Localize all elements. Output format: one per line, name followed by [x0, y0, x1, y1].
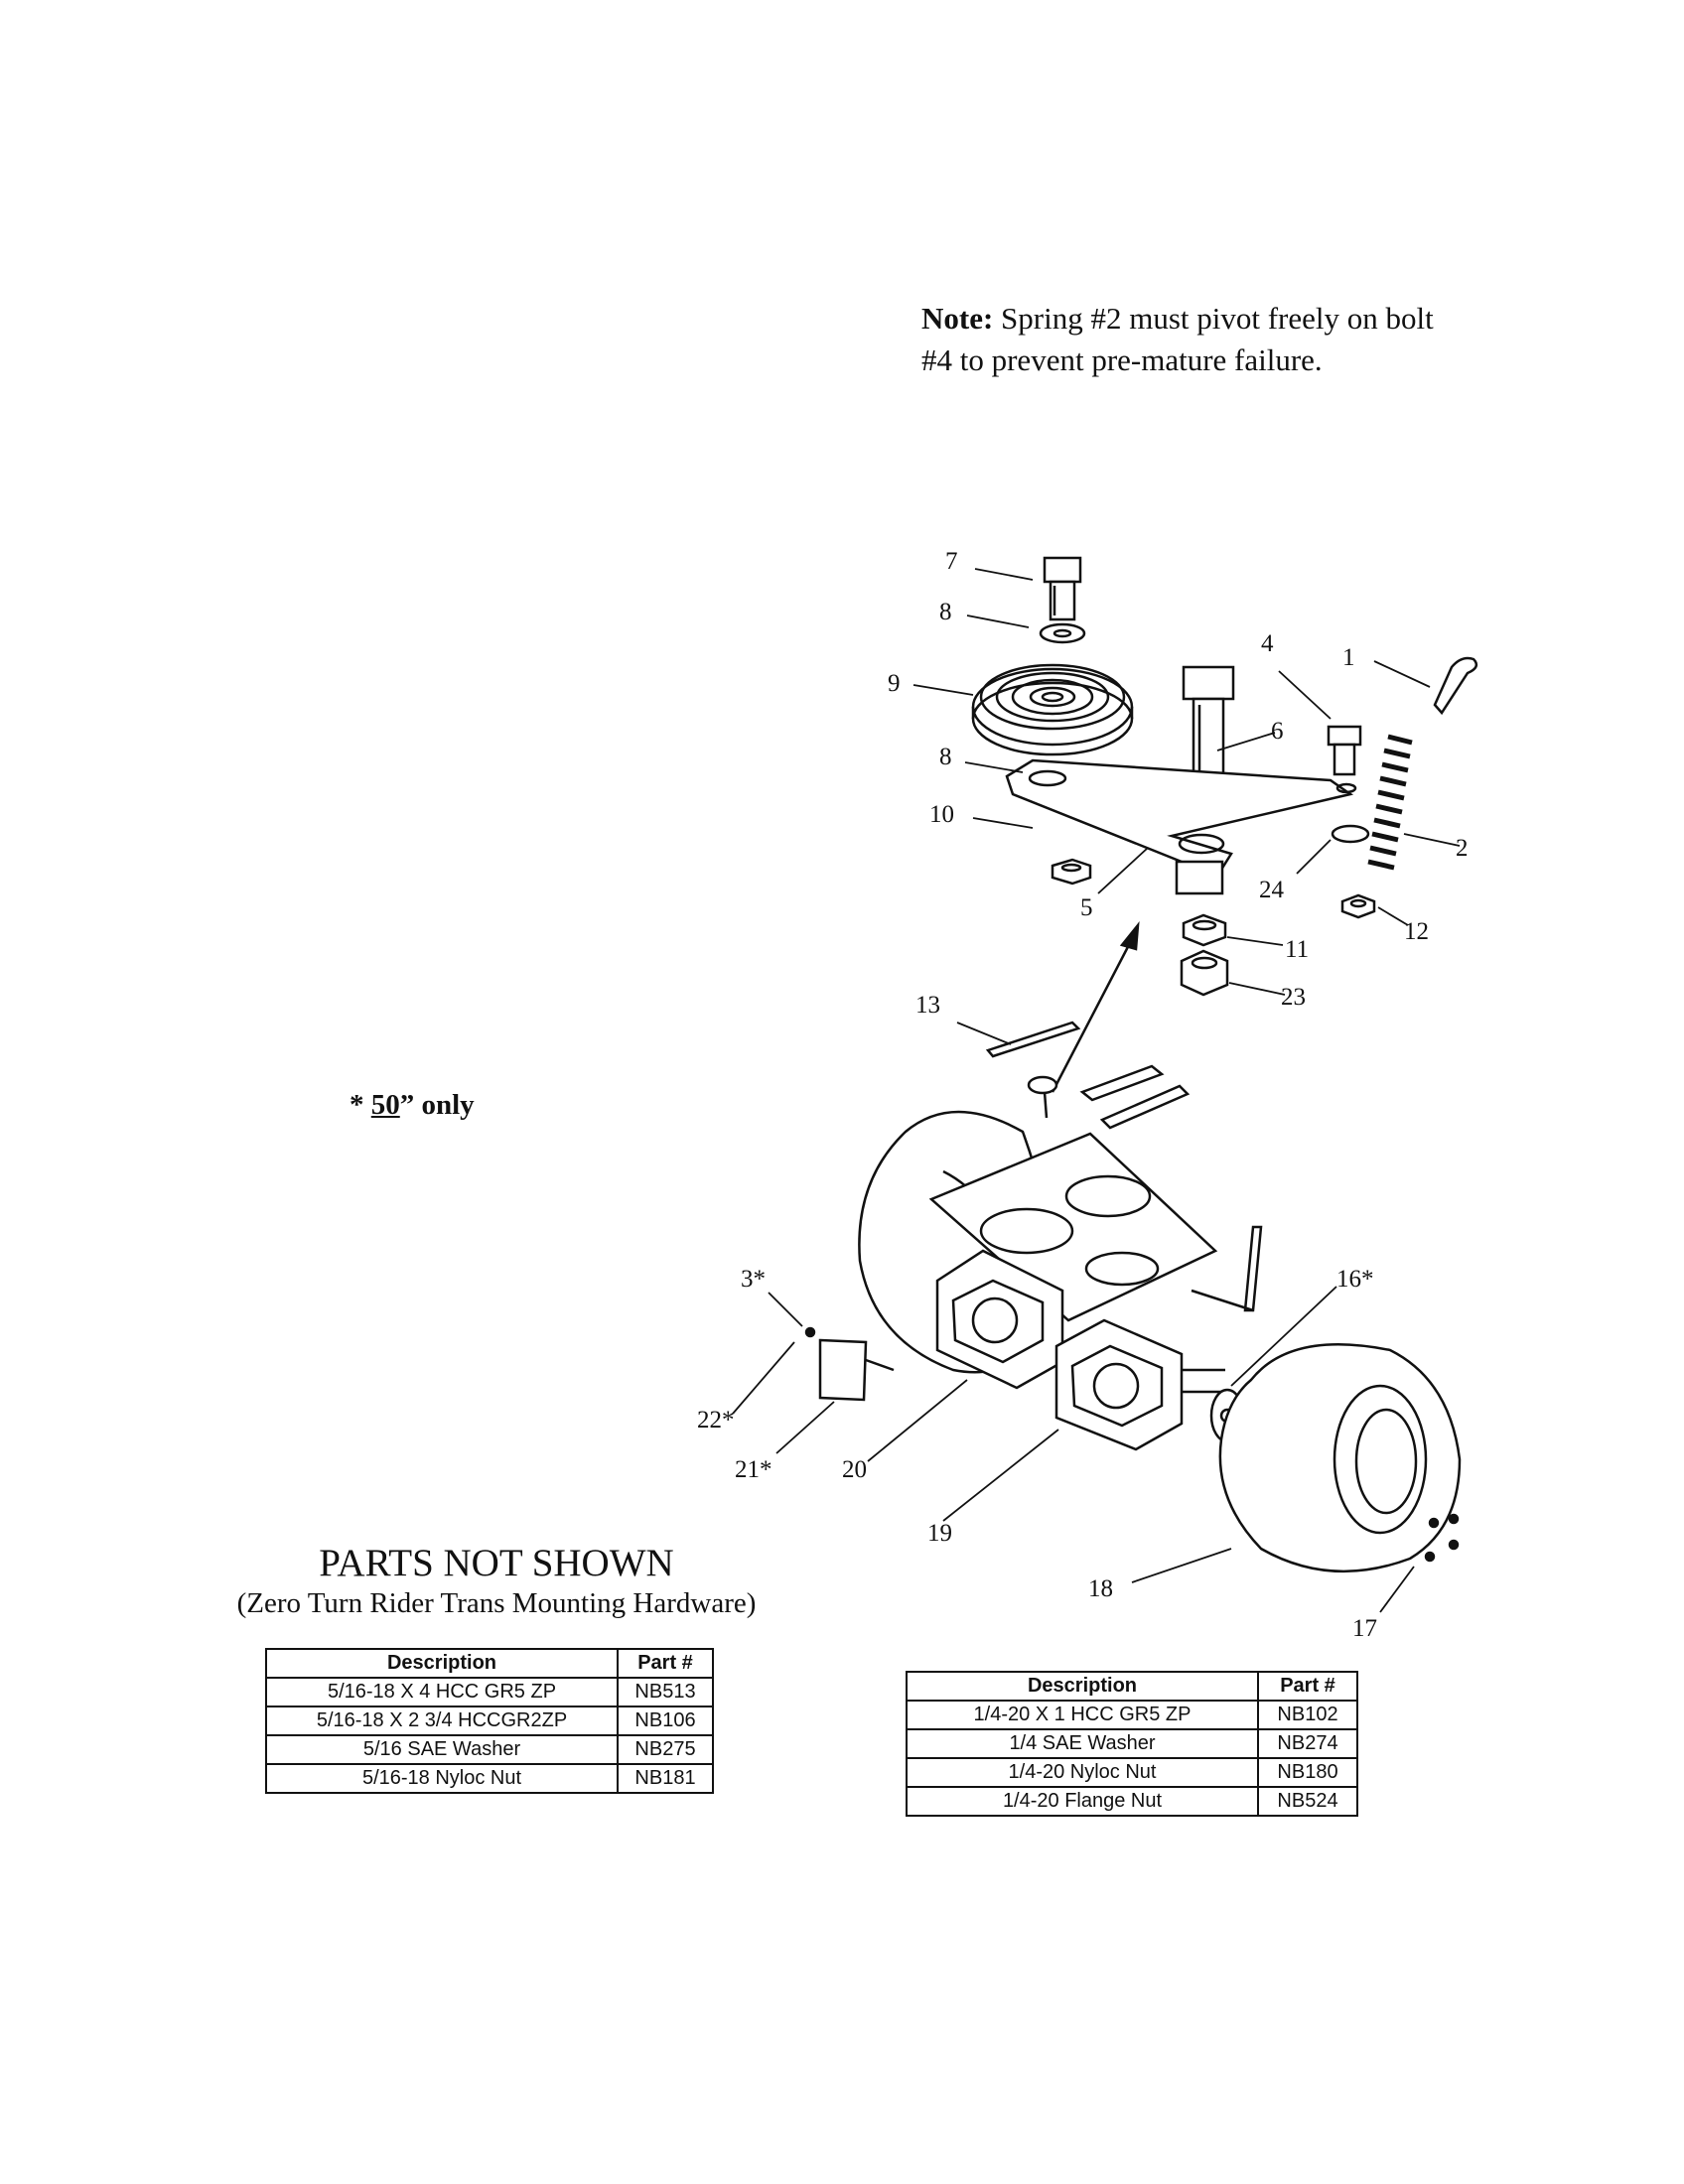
callout-4: 4 [1261, 630, 1274, 657]
table-row: 1/4-20 X 1 HCC GR5 ZP NB102 [906, 1700, 1358, 1730]
callout-19: 19 [927, 1520, 952, 1547]
callout-7: 7 [945, 548, 958, 575]
part-number-cell: NB106 [617, 1706, 714, 1736]
table-header-row: Description Part # [906, 1671, 1358, 1702]
table-row: 5/16-18 X 2 3/4 HCCGR2ZP NB106 [265, 1706, 714, 1736]
description-cell: 5/16-18 X 2 3/4 HCCGR2ZP [265, 1706, 619, 1736]
callout-12: 12 [1404, 918, 1429, 945]
callout-17: 17 [1352, 1615, 1377, 1642]
callout-6: 6 [1271, 718, 1284, 745]
callout-16: 16* [1336, 1266, 1374, 1293]
note-label: Note: [921, 301, 994, 336]
table-row: 1/4 SAE Washer NB274 [906, 1728, 1358, 1759]
callout-1: 1 [1342, 644, 1355, 671]
right-transmission-drawing [1054, 1318, 1225, 1451]
idler-arm-5-drawing [1005, 758, 1357, 895]
table-row: 5/16-18 Nyloc Nut NB181 [265, 1763, 714, 1794]
column-header-description: Description [265, 1648, 619, 1679]
column-header-part: Part # [1257, 1671, 1358, 1702]
description-cell: 5/16 SAE Washer [265, 1734, 619, 1765]
callout-23: 23 [1281, 984, 1306, 1011]
parts-not-shown-title: PARTS NOT SHOWN [319, 1542, 674, 1584]
callout-5: 5 [1080, 894, 1093, 921]
callout-2: 2 [1456, 835, 1469, 862]
pivot-note: Note: Spring #2 must pivot freely on bol… [921, 298, 1438, 381]
callout-8-top: 8 [939, 599, 952, 625]
callout-9: 9 [888, 670, 901, 697]
description-cell: 5/16-18 Nyloc Nut [265, 1763, 619, 1794]
table-row: 5/16 SAE Washer NB275 [265, 1734, 714, 1765]
bolt-7-drawing [1043, 556, 1082, 621]
column-header-description: Description [906, 1671, 1259, 1702]
model-only-note: * 50” only [350, 1089, 475, 1122]
part-number-cell: NB181 [617, 1763, 714, 1794]
column-header-part: Part # [617, 1648, 714, 1679]
part-number-cell: NB513 [617, 1677, 714, 1707]
note-text: Spring #2 must pivot freely on bolt #4 t… [921, 301, 1434, 377]
callout-3: 3* [741, 1266, 766, 1293]
only-note-size: 50 [370, 1089, 400, 1121]
hardware-table: Description Part # 1/4-20 X 1 HCC GR5 ZP… [906, 1671, 1358, 1817]
part-number-cell: NB274 [1257, 1728, 1358, 1759]
description-cell: 1/4-20 X 1 HCC GR5 ZP [906, 1700, 1259, 1730]
table-row: 1/4-20 Nyloc Nut NB180 [906, 1757, 1358, 1788]
pin-1-drawing [1433, 656, 1478, 716]
pulley-9-drawing [971, 663, 1134, 756]
description-cell: 5/16-18 X 4 HCC GR5 ZP [265, 1677, 619, 1707]
callout-10: 10 [929, 801, 954, 828]
right-tire-drawing [1218, 1343, 1462, 1573]
callout-22: 22* [697, 1407, 735, 1433]
callout-21: 21* [735, 1456, 772, 1483]
bolt-4-drawing [1327, 725, 1362, 776]
table-header-row: Description Part # [265, 1648, 714, 1679]
only-note-suffix: ” only [399, 1089, 475, 1121]
parts-not-shown-subtitle: (Zero Turn Rider Trans Mounting Hardware… [236, 1587, 757, 1619]
trans-mounting-hardware-table: Description Part # 5/16-18 X 4 HCC GR5 Z… [265, 1648, 714, 1794]
table-row: 5/16-18 X 4 HCC GR5 ZP NB513 [265, 1677, 714, 1707]
part-number-cell: NB102 [1257, 1700, 1358, 1730]
part-number-cell: NB275 [617, 1734, 714, 1765]
spring-2-drawing [1367, 734, 1413, 871]
part-number-cell: NB524 [1257, 1786, 1358, 1817]
part-number-cell: NB180 [1257, 1757, 1358, 1788]
callout-8-lower: 8 [939, 744, 952, 770]
description-cell: 1/4-20 Nyloc Nut [906, 1757, 1259, 1788]
only-note-prefix: * [350, 1089, 371, 1121]
description-cell: 1/4-20 Flange Nut [906, 1786, 1259, 1817]
callout-13: 13 [915, 992, 940, 1019]
table-row: 1/4-20 Flange Nut NB524 [906, 1786, 1358, 1817]
callout-20: 20 [842, 1456, 867, 1483]
callout-24: 24 [1259, 877, 1285, 903]
callout-11: 11 [1285, 936, 1309, 963]
description-cell: 1/4 SAE Washer [906, 1728, 1259, 1759]
callout-18: 18 [1088, 1575, 1113, 1602]
